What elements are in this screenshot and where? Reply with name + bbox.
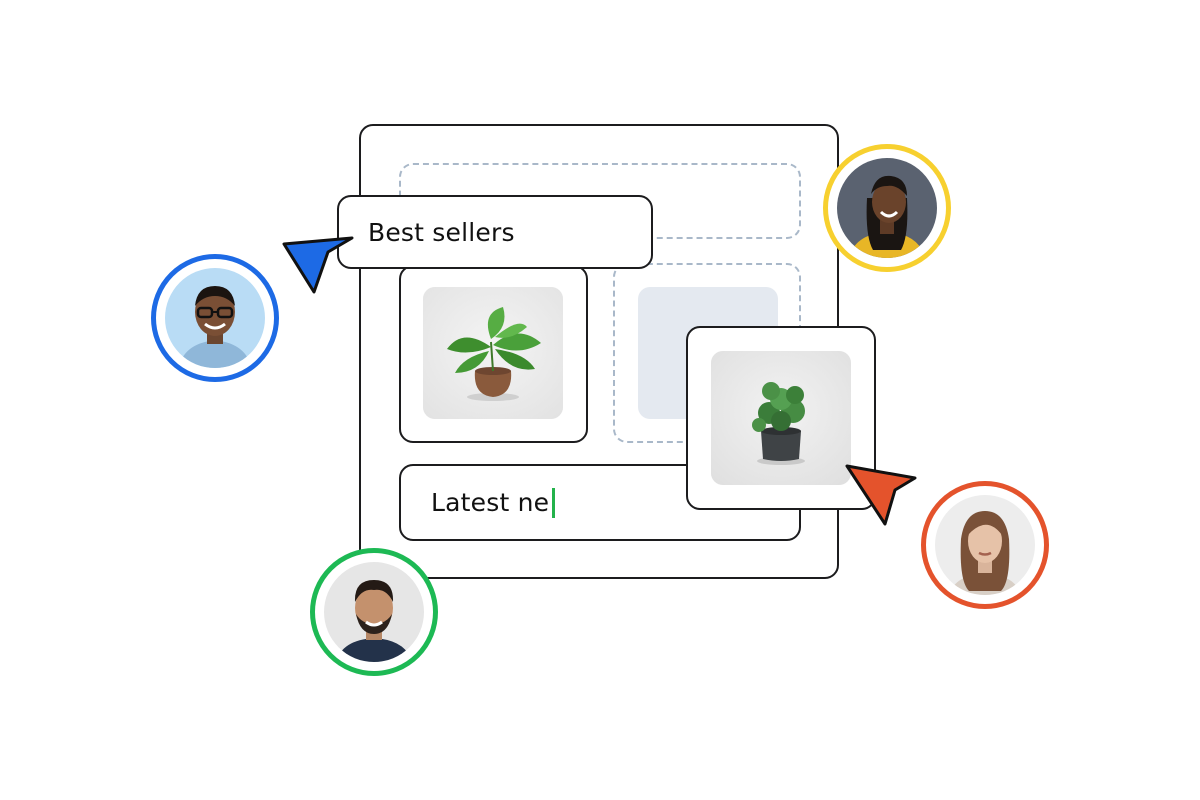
collaborator-avatar-green[interactable]	[310, 548, 438, 676]
collaborator-avatar-orange[interactable]	[921, 481, 1049, 609]
collaborator-avatar-blue[interactable]	[151, 254, 279, 382]
plant-image-terracotta	[423, 287, 563, 419]
text-caret	[552, 487, 556, 518]
latest-input-value: Latest ne	[431, 488, 550, 517]
best-sellers-label: Best sellers	[368, 217, 515, 247]
blue-cursor-arrow-icon	[280, 232, 360, 302]
collaborator-avatar-yellow[interactable]	[823, 144, 951, 272]
orange-cursor-arrow-icon	[843, 462, 923, 532]
best-sellers-heading-block[interactable]: Best sellers	[337, 195, 653, 269]
plant-image-dark-pot	[711, 351, 851, 485]
